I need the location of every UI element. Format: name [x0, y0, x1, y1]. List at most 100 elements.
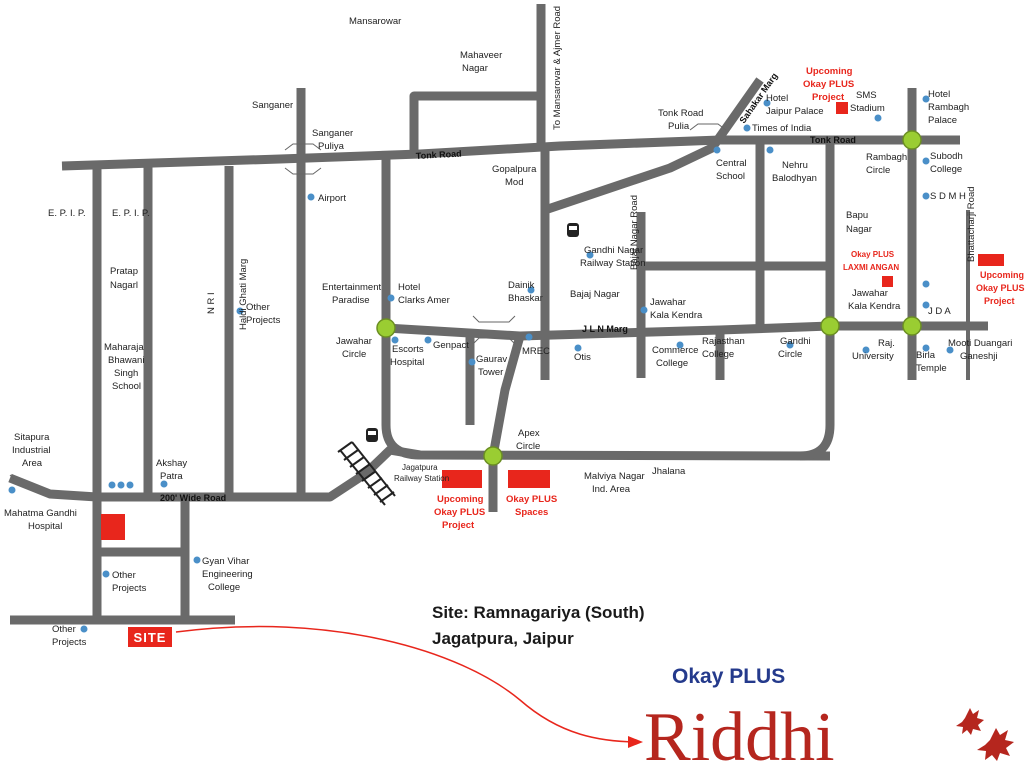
place-label: Otis [574, 352, 591, 363]
gandhi-circle-road [799, 140, 835, 461]
mahaveer-road [409, 91, 541, 154]
road-label: To Mansarovar & Ajmer Road [552, 6, 563, 130]
place-label: Mooti Duangari [948, 338, 1012, 349]
road-label: Tonk Road [658, 108, 703, 119]
project-labels: Upcoming Okay PLUS Project Okay PLUS LAX… [127, 66, 1025, 539]
project-label: LAXMI ANGAN [843, 263, 899, 272]
place-label: Genpact [433, 340, 469, 351]
area-label: Malviya Nagar [584, 471, 645, 482]
project-label: Okay PLUS [127, 516, 176, 526]
project-markers [101, 102, 1004, 540]
area-label: Industrial [12, 445, 51, 456]
place-label: Times of India [752, 123, 812, 134]
area-label: Mansarowar [349, 16, 401, 27]
place-label: Tower [478, 367, 503, 378]
road-label: Puliya [318, 141, 345, 152]
project-label: Okay PLUS [803, 79, 854, 90]
place-label: Other [246, 302, 270, 313]
place-label: Kala Kendra [650, 310, 703, 321]
place-label: Airport [318, 193, 346, 204]
place-label: Palace [928, 115, 957, 126]
apex-road [488, 334, 525, 457]
jln-marg-road [385, 321, 988, 341]
place-label: Raj. [878, 338, 895, 349]
project-marker-east [978, 254, 1004, 266]
place-label: S D M H [930, 191, 966, 202]
project-label: Project [984, 296, 1015, 306]
place-label: Gandhi [780, 336, 811, 347]
place-label: Patra [160, 471, 183, 482]
project-label: Upcoming [806, 66, 853, 77]
road-label: 200' Wide Road [160, 493, 226, 503]
place-label: Apex [518, 428, 540, 439]
site-marker: SITE [128, 627, 172, 647]
project-label: Upcoming [437, 494, 484, 505]
maple-leaf-icon [977, 728, 1014, 761]
place-label: Jawahar [336, 336, 372, 347]
area-label: Nagarl [110, 280, 138, 291]
flyover-markers [9, 123, 727, 480]
area-labels: Mansarowar Mahaveer Nagar Sanganer E. P.… [12, 16, 872, 495]
place-label: Engineering [202, 569, 253, 580]
place-label: Escorts [392, 344, 424, 355]
area-label: Bapu [846, 210, 868, 221]
place-label: Other [52, 624, 76, 635]
apex-circle-marker [483, 446, 503, 466]
site-marker-label: SITE [134, 630, 167, 645]
place-label: Jawahar [650, 297, 686, 308]
area-label: Sanganer [252, 100, 293, 111]
place-label: Clarks Amer [398, 295, 450, 306]
place-label: Hospital [28, 521, 62, 532]
road-label: Sanganer [312, 128, 353, 139]
place-label: University [852, 351, 894, 362]
project-label: Project [442, 520, 475, 531]
place-label: College [930, 164, 962, 175]
jawahar-circle-marker [376, 318, 396, 338]
brand-tagline: Okay PLUS [672, 665, 785, 688]
place-label: Nehru [782, 160, 808, 171]
place-label: Birla [916, 350, 936, 361]
place-label: Central [716, 158, 747, 169]
project-marker-spaces [508, 470, 550, 488]
area-label: Bajaj Nagar [570, 289, 620, 300]
gandhi-circle-marker [820, 316, 840, 336]
railway-track [337, 441, 396, 506]
train-icon [366, 428, 378, 442]
project-label: VENUS [134, 529, 165, 539]
place-labels: Airport Entertainment Paradise Hotel Cla… [4, 89, 1012, 648]
area-label: Ind. Area [592, 484, 631, 495]
area-label: Mahaveer [460, 50, 502, 61]
area-label: School [112, 381, 141, 392]
place-label: Jawahar [852, 288, 888, 299]
area-label: Maharaja [104, 342, 144, 353]
place-label: Temple [916, 363, 947, 374]
place-label: Other [112, 570, 136, 581]
place-label: Balodhyan [772, 173, 817, 184]
place-label: Rajasthan [702, 336, 745, 347]
place-label: College [656, 358, 688, 369]
project-marker-venus [101, 514, 125, 540]
area-label: N R I [206, 292, 217, 314]
maple-leaf-icon [956, 708, 984, 735]
place-label: Paradise [332, 295, 370, 306]
place-label: Gaurav [476, 354, 507, 365]
place-label: Circle [516, 441, 540, 452]
jawahar-curve [381, 424, 421, 460]
site-pointer-arrow [175, 625, 643, 748]
road-label: Bhattacharji Road [966, 186, 977, 262]
project-marker-top [836, 102, 848, 114]
train-icon [567, 223, 579, 237]
jda-circle-marker [902, 316, 922, 336]
place-label: Railway Station [394, 474, 449, 483]
place-label: Railway Station [580, 258, 645, 269]
area-label: E. P. I. P. [112, 208, 150, 219]
road-label: Gopalpura [492, 164, 537, 175]
project-label: Spaces [515, 507, 548, 518]
place-label: College [702, 349, 734, 360]
place-label: Dainik [508, 280, 535, 291]
place-label: Hotel [766, 93, 788, 104]
road-label: Pulia [668, 121, 690, 132]
place-label: Mahatma Gandhi [4, 508, 77, 519]
